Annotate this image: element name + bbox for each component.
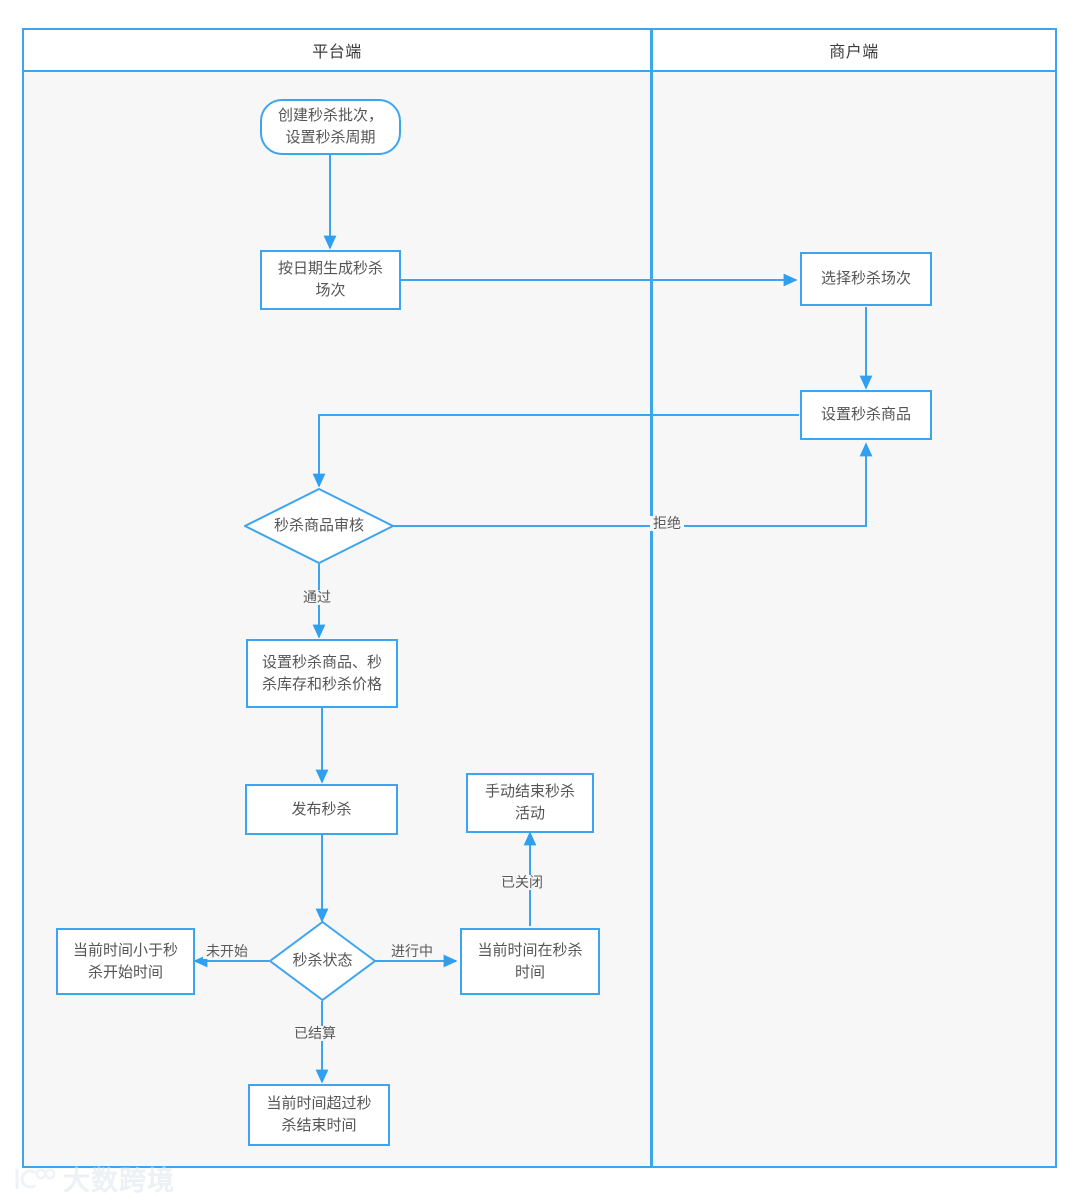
node-label: 发布秒杀 <box>291 800 352 818</box>
lane-header-platform: 平台端 <box>22 28 652 72</box>
edge-label-text: 拒绝 <box>653 515 681 531</box>
node-product-review-decision[interactable]: 秒杀商品审核 <box>244 488 394 564</box>
edge-label-text: 进行中 <box>391 943 433 959</box>
node-label: 手动结束秒杀 活动 <box>484 783 575 822</box>
lane-title-merchant: 商户端 <box>829 44 879 61</box>
node-label: 秒杀商品审核 <box>273 517 364 535</box>
edge-label-reject: 拒绝 <box>650 515 684 532</box>
node-create-seckill-batch[interactable]: 创建秒杀批次， 设置秒杀周期 <box>260 99 401 155</box>
node-manual-end-activity[interactable]: 手动结束秒杀 活动 <box>466 773 594 833</box>
circle-logo-icon <box>15 1168 56 1189</box>
lane-merchant-body <box>651 28 1057 1168</box>
lane-header-merchant: 商户端 <box>651 28 1057 72</box>
edge-label-text: 未开始 <box>206 943 248 959</box>
node-label: 设置秒杀商品 <box>820 406 911 424</box>
node-label: 创建秒杀批次， 设置秒杀周期 <box>277 107 383 146</box>
node-generate-sessions-by-date[interactable]: 按日期生成秒杀 场次 <box>260 250 401 310</box>
watermark-text: 大数跨境 <box>63 1166 175 1196</box>
edge-label-settled: 已结算 <box>291 1025 339 1042</box>
node-label: 当前时间在秒杀 时间 <box>477 941 583 981</box>
diamond-shape-icon <box>269 921 376 1001</box>
edge-label-text: 已结算 <box>294 1025 336 1041</box>
node-seckill-status-decision[interactable]: 秒杀状态 <box>269 921 376 1001</box>
node-label: 按日期生成秒杀 场次 <box>277 260 383 299</box>
edge-label-text: 已关闭 <box>501 874 543 890</box>
watermark: 大数跨境 <box>14 1159 175 1198</box>
node-before-start-time[interactable]: 当前时间小于秒 杀开始时间 <box>56 928 195 995</box>
lane-title-platform: 平台端 <box>312 44 362 61</box>
node-select-session[interactable]: 选择秒杀场次 <box>800 252 932 306</box>
node-label: 选择秒杀场次 <box>820 270 911 288</box>
edge-label-closed: 已关闭 <box>498 874 546 891</box>
edge-label-not-started: 未开始 <box>203 943 251 960</box>
node-set-product-stock-price[interactable]: 设置秒杀商品、秒 杀库存和秒杀价格 <box>246 639 398 708</box>
edge-label-pass: 通过 <box>300 589 334 606</box>
node-within-seckill-time[interactable]: 当前时间在秒杀 时间 <box>460 928 600 995</box>
node-after-end-time[interactable]: 当前时间超过秒 杀结束时间 <box>248 1084 390 1146</box>
diamond-shape-icon <box>244 488 394 564</box>
edge-label-in-progress: 进行中 <box>388 943 436 960</box>
node-label: 设置秒杀商品、秒 杀库存和秒杀价格 <box>261 653 382 693</box>
node-label: 当前时间超过秒 杀结束时间 <box>266 1095 372 1134</box>
node-set-seckill-product[interactable]: 设置秒杀商品 <box>800 390 932 440</box>
node-publish-seckill[interactable]: 发布秒杀 <box>245 784 398 835</box>
node-label: 秒杀状态 <box>292 952 353 970</box>
node-label: 当前时间小于秒 杀开始时间 <box>72 941 178 981</box>
edge-label-text: 通过 <box>303 589 331 605</box>
